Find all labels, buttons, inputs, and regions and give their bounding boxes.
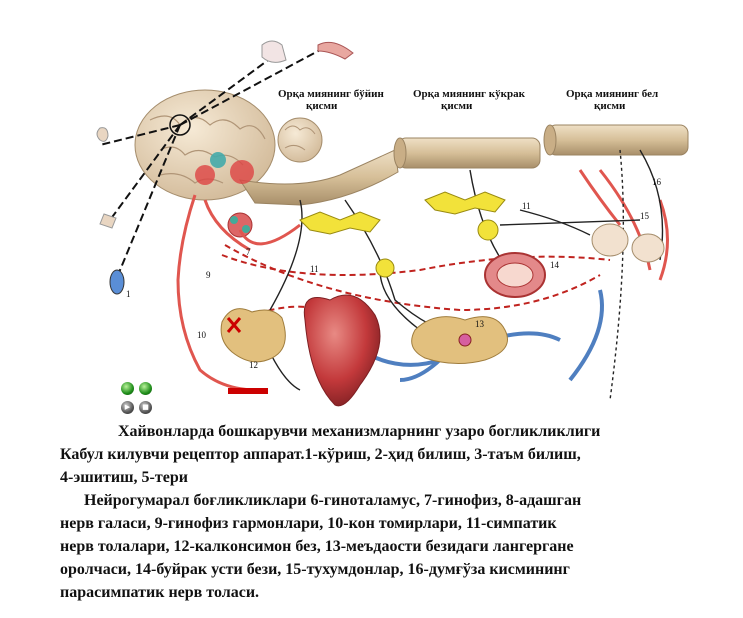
caption: Хайвонларда бошкарувчи механизмларнинг у…	[60, 420, 710, 604]
langerhans-islet	[458, 333, 472, 347]
label-lumbar-line1: Орқа миянинг бел	[566, 88, 659, 100]
spinal-cord-cervical	[238, 149, 399, 206]
svg-text:11: 11	[522, 201, 531, 211]
caption-neuro-1: Нейрогумарал боғликликлари 6-гиноталамус…	[84, 492, 582, 509]
ovaries	[591, 223, 665, 263]
svg-text:11: 11	[310, 264, 319, 274]
label-lumbar: Орқа миянинг бел қисми	[566, 88, 658, 112]
sensory-pathways	[99, 49, 321, 276]
caption-receptor-2: 4-эшитиш, 5-тери	[60, 469, 188, 486]
caption-neuro-2: нерв галаси, 9-гинофиз гармонлари, 10-ко…	[60, 515, 557, 532]
label-lumbar-line2: қисми	[594, 100, 626, 112]
play-button-icon[interactable]: ▶	[121, 401, 134, 414]
spinal-cord-lumbar	[543, 124, 689, 156]
label-cervical: Орқа миянинг бўйин қисми	[278, 88, 384, 112]
spinal-cord-thoracic	[393, 137, 541, 169]
adrenal-gland	[484, 252, 546, 298]
svg-text:15: 15	[640, 211, 650, 221]
svg-text:7: 7	[246, 247, 251, 257]
heart-icon	[303, 294, 381, 407]
label-cervical-line2: қисми	[306, 100, 338, 112]
svg-text:13: 13	[475, 319, 485, 329]
green-nav-icon-right[interactable]	[139, 382, 152, 395]
neurohumoral-diagram: 1 7 9 10 11 11 12 13 14 15 16	[96, 40, 689, 407]
caption-title: Хайвонларда бошкарувчи механизмларнинг у…	[118, 423, 601, 440]
label-thoracic-line1: Орқа миянинг кўкрак	[413, 88, 525, 100]
svg-text:1: 1	[126, 289, 131, 299]
svg-text:16: 16	[652, 177, 662, 187]
thyroid-gland	[220, 308, 286, 363]
hormone-pathways	[221, 244, 611, 321]
svg-text:10: 10	[197, 330, 207, 340]
nose-icon	[261, 40, 287, 63]
eye-icon	[109, 269, 125, 295]
svg-text:14: 14	[550, 260, 560, 270]
label-thoracic-line2: қисми	[441, 100, 473, 112]
svg-text:9: 9	[206, 270, 211, 280]
caption-neuro-3: нерв толалари, 12-калконсимон без, 13-ме…	[60, 538, 574, 555]
label-cervical-line1: Орқа миянинг бўйин	[278, 88, 384, 100]
sympathetic-ganglia	[299, 191, 506, 278]
caption-neuro-4: оролчаси, 14-буйрак усти бези, 15-тухумд…	[60, 561, 570, 578]
sensory-node	[169, 114, 191, 136]
caption-neuro-5: парасимпатик нерв толаси.	[60, 584, 260, 601]
stop-button-icon[interactable]: ■	[139, 401, 152, 414]
tongue-icon	[317, 41, 354, 60]
svg-text:12: 12	[249, 360, 258, 370]
skin-icon	[99, 213, 117, 229]
label-thoracic: Орқа миянинг кўкрак қисми	[413, 88, 525, 112]
caption-receptor-1: Кабул килувчи рецептор аппарат.1-кўриш, …	[60, 446, 581, 463]
ear-icon	[96, 127, 109, 142]
blood-vessels	[176, 169, 669, 392]
thyroid-marker	[226, 317, 242, 333]
hypothalamus-cluster	[195, 152, 254, 238]
number-labels: 1 7 9 10 11 11 12 13 14 15 16	[126, 177, 662, 370]
green-nav-icon-left[interactable]	[121, 382, 134, 395]
